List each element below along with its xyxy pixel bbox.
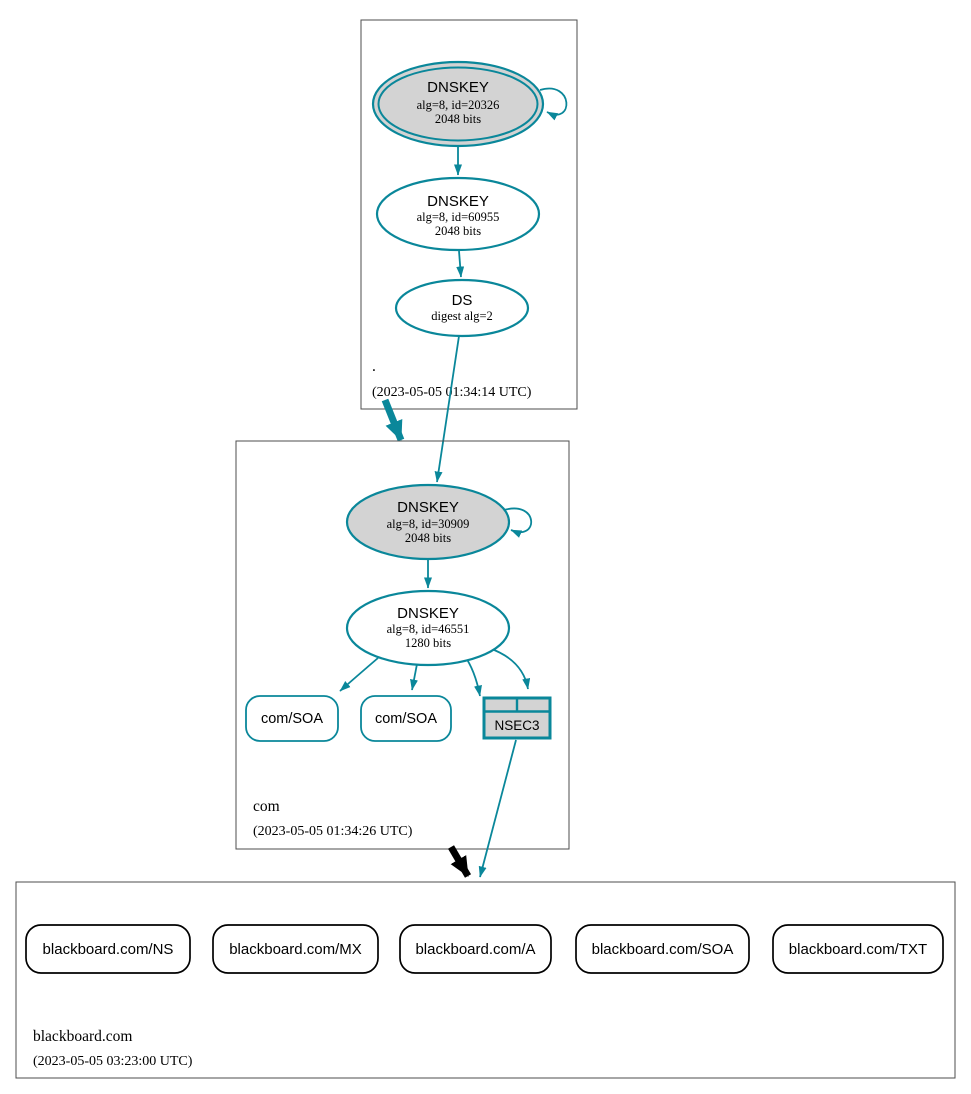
edge-nsec3-to-blackboard <box>478 739 517 878</box>
node-bits: 1280 bits <box>405 636 451 650</box>
node-dnskey-zsk-root[interactable] <box>375 176 541 252</box>
node-dnskey-ksk-root-inner-ring <box>377 66 539 142</box>
zone-label-blackboard-com: blackboard.com <box>33 1028 132 1045</box>
node-rrset-com-soa-2[interactable] <box>360 695 452 742</box>
node-title: DNSKEY <box>427 193 489 210</box>
zone-timestamp-root: (2023-05-05 01:34:14 UTC) <box>372 385 532 400</box>
rrset-label: blackboard.com/A <box>415 941 535 958</box>
node-bits: 2048 bits <box>435 112 481 126</box>
edge-delegation-root-to-com <box>381 398 405 442</box>
rrset-label: blackboard.com/NS <box>43 941 174 958</box>
edge-selfloop-ksk-root <box>539 87 568 121</box>
zone-timestamp-blackboard-com: (2023-05-05 03:23:00 UTC) <box>33 1054 193 1069</box>
node-rrset-blackboard-soa[interactable] <box>575 924 750 974</box>
zone-box-root <box>360 19 578 410</box>
node-rrset-com-soa-1[interactable] <box>245 695 339 742</box>
zone-label-root: . <box>372 358 376 375</box>
edge-zsk-to-ds-root <box>456 250 465 278</box>
rrset-label: blackboard.com/MX <box>229 941 362 958</box>
node-bits: 2048 bits <box>405 531 451 545</box>
zone-box-blackboard-com <box>15 881 956 1079</box>
rrset-label: com/SOA <box>261 711 323 727</box>
node-rrset-blackboard-a[interactable] <box>399 924 552 974</box>
edge-zsk-to-nsec3-right <box>488 647 531 690</box>
zone-blackboard-com: blackboard.com/NS blackboard.com/MX blac… <box>15 881 956 1079</box>
zone-box-com <box>235 440 570 850</box>
node-rrset-blackboard-ns[interactable] <box>25 924 191 974</box>
rrset-label: com/SOA <box>375 711 437 727</box>
node-title: DS <box>452 292 473 309</box>
edge-ds-to-ksk-com <box>434 335 460 483</box>
node-rrset-blackboard-mx[interactable] <box>212 924 379 974</box>
node-alg: alg=8, id=60955 <box>417 210 500 224</box>
node-ds-com[interactable] <box>394 278 530 338</box>
node-bits: 2048 bits <box>435 224 481 238</box>
node-title: DNSKEY <box>427 79 489 96</box>
zone-com: DNSKEY alg=8, id=30909 2048 bits DNSKEY … <box>235 440 570 850</box>
node-nsec3[interactable]: NSEC3 <box>482 696 552 740</box>
rrset-label: blackboard.com/SOA <box>592 941 734 958</box>
node-title: DNSKEY <box>397 499 459 516</box>
node-alg: alg=8, id=46551 <box>387 622 470 636</box>
zone-root: DNSKEY alg=8, id=20326 2048 bits DNSKEY … <box>360 19 578 410</box>
node-alg: alg=8, id=30909 <box>387 517 470 531</box>
node-dnskey-ksk-com[interactable] <box>345 483 511 561</box>
node-dnskey-ksk-root[interactable] <box>371 60 545 148</box>
zone-timestamp-com: (2023-05-05 01:34:26 UTC) <box>253 824 413 839</box>
edge-zsk-to-soa2 <box>410 663 418 691</box>
node-alg: alg=8, id=20326 <box>417 98 500 112</box>
edge-selfloop-ksk-com <box>503 507 533 538</box>
nsec3-label: NSEC3 <box>494 718 539 733</box>
node-alg: digest alg=2 <box>431 309 493 323</box>
node-dnskey-zsk-com[interactable] <box>345 589 511 667</box>
rrset-label: blackboard.com/TXT <box>789 941 927 958</box>
zone-label-com: com <box>253 798 280 815</box>
node-title: DNSKEY <box>397 605 459 622</box>
node-rrset-blackboard-txt[interactable] <box>772 924 944 974</box>
edge-delegation-com-to-blackboard <box>447 845 472 878</box>
edge-zsk-to-soa1 <box>339 657 379 692</box>
